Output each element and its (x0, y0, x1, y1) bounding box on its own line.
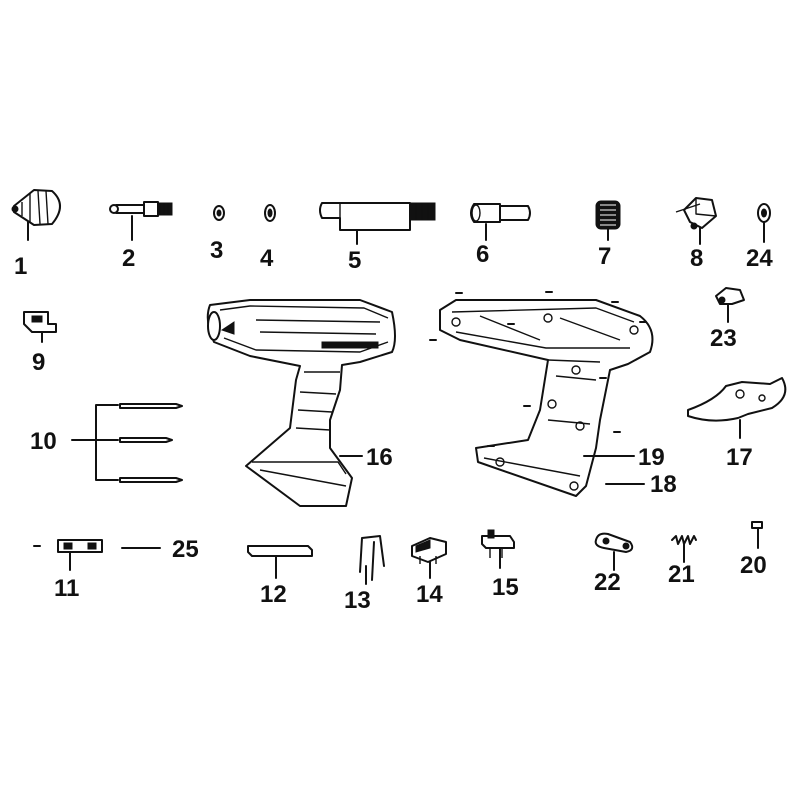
label-9: 9 (32, 349, 45, 376)
label-19: 19 (638, 444, 665, 471)
label-15: 15 (492, 574, 519, 601)
label-17: 17 (726, 444, 753, 471)
part-17-trigger-lever (687, 377, 787, 439)
part-7-knurled-knob (595, 200, 621, 241)
label-3: 3 (210, 237, 223, 264)
label-6: 6 (476, 241, 489, 268)
part-19-handle-right-housing (429, 291, 654, 497)
part-23-spring-clip (715, 287, 745, 323)
label-4: 4 (260, 245, 274, 272)
part-10-wires (71, 403, 183, 483)
part-21-spring (671, 535, 697, 563)
part-5-barrel (319, 202, 436, 245)
part-16-handle-left-housing (206, 299, 396, 507)
part-11-block (57, 539, 103, 571)
label-16: 16 (366, 444, 393, 471)
label-10: 10 (30, 428, 57, 455)
label-23: 23 (710, 325, 737, 352)
label-24: 24 (746, 245, 773, 272)
part-9-clip (23, 311, 57, 343)
part-4-washer (264, 204, 276, 222)
part-2-heating-element (109, 201, 173, 241)
part-1-nozzle (11, 189, 61, 241)
label-2: 2 (122, 245, 135, 272)
label-20: 20 (740, 552, 767, 579)
label-5: 5 (348, 247, 361, 274)
part-6-sleeve (470, 203, 531, 241)
part-22-link-plate (594, 532, 634, 571)
part-3-washer (213, 205, 225, 221)
label-1: 1 (14, 253, 27, 280)
label-21: 21 (668, 561, 695, 588)
label-11: 11 (54, 575, 79, 602)
label-14: 14 (416, 581, 443, 608)
part-8-bracket (675, 197, 717, 245)
label-13: 13 (344, 587, 371, 614)
part-13-spring-wire (359, 535, 385, 585)
part-24-washer (757, 203, 771, 243)
part-14-switch (411, 537, 447, 579)
part-12-bar (247, 545, 313, 579)
part-20-pin (751, 521, 763, 549)
part-25-leader (33, 545, 161, 549)
part-15-switch-module (481, 529, 515, 569)
label-18: 18 (650, 471, 677, 498)
label-25: 25 (172, 536, 199, 563)
label-8: 8 (690, 245, 703, 272)
label-7: 7 (598, 243, 611, 270)
label-12: 12 (260, 581, 287, 608)
label-22: 22 (594, 569, 621, 596)
